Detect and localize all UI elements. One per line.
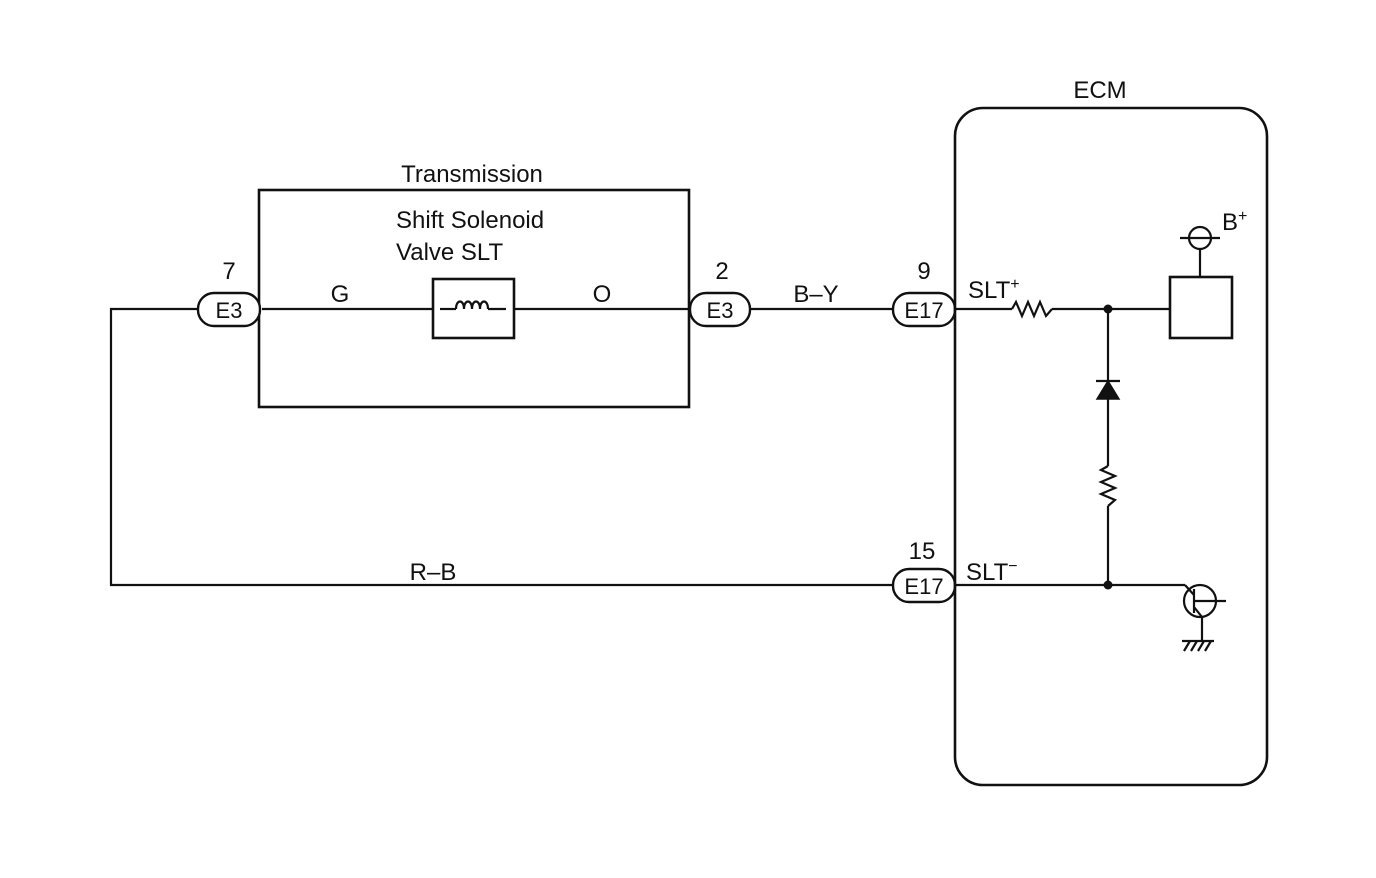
slt-minus-label: SLT−: [966, 558, 1018, 586]
wire-label-o: O: [593, 281, 612, 308]
driver-box: [1168, 275, 1234, 340]
solenoid-label-line1: Shift Solenoid: [396, 207, 544, 234]
resistor-vertical-icon: [1098, 465, 1118, 507]
resistor-icon: [1011, 299, 1053, 319]
b-plus-label: B+: [1222, 208, 1247, 236]
b-plus-terminal-icon: [1180, 225, 1220, 251]
junction-dot-bottom: [1103, 580, 1113, 590]
return-loop-wire: [109, 307, 893, 587]
ecm-box: [953, 106, 1269, 787]
wire-label-g: G: [331, 281, 350, 308]
connector-e17-pin15: E17 15: [891, 538, 957, 604]
connector-e17-pin9: E17 9: [891, 258, 957, 328]
connector-code: E3: [216, 298, 243, 323]
connector-code: E3: [707, 298, 734, 323]
transmission-box: [257, 188, 691, 409]
transistor-icon: [1182, 583, 1226, 640]
wires: [109, 307, 1185, 587]
junction-dot-top: [1103, 304, 1113, 314]
connector-pin: 15: [909, 538, 936, 565]
slt-plus-label: SLT+: [968, 276, 1020, 304]
connector-pin: 2: [715, 258, 728, 285]
connector-e3-pin2: E3 2: [688, 258, 752, 328]
connector-e3-pin7: E3 7: [196, 258, 262, 328]
connector-pin: 7: [222, 258, 235, 285]
connector-pin: 9: [917, 258, 930, 285]
solenoid-label-line2: Valve SLT: [396, 239, 503, 266]
wire-label-b-y: B–Y: [793, 281, 838, 308]
wire-label-r-b: R–B: [410, 559, 457, 586]
ground-icon: [1182, 639, 1214, 652]
solenoid-coil-icon: [431, 277, 516, 340]
diode-icon: [1095, 379, 1121, 400]
connector-code: E17: [904, 574, 943, 599]
connector-code: E17: [904, 298, 943, 323]
ecm-title: ECM: [1073, 77, 1126, 104]
transmission-title: Transmission: [401, 161, 543, 188]
